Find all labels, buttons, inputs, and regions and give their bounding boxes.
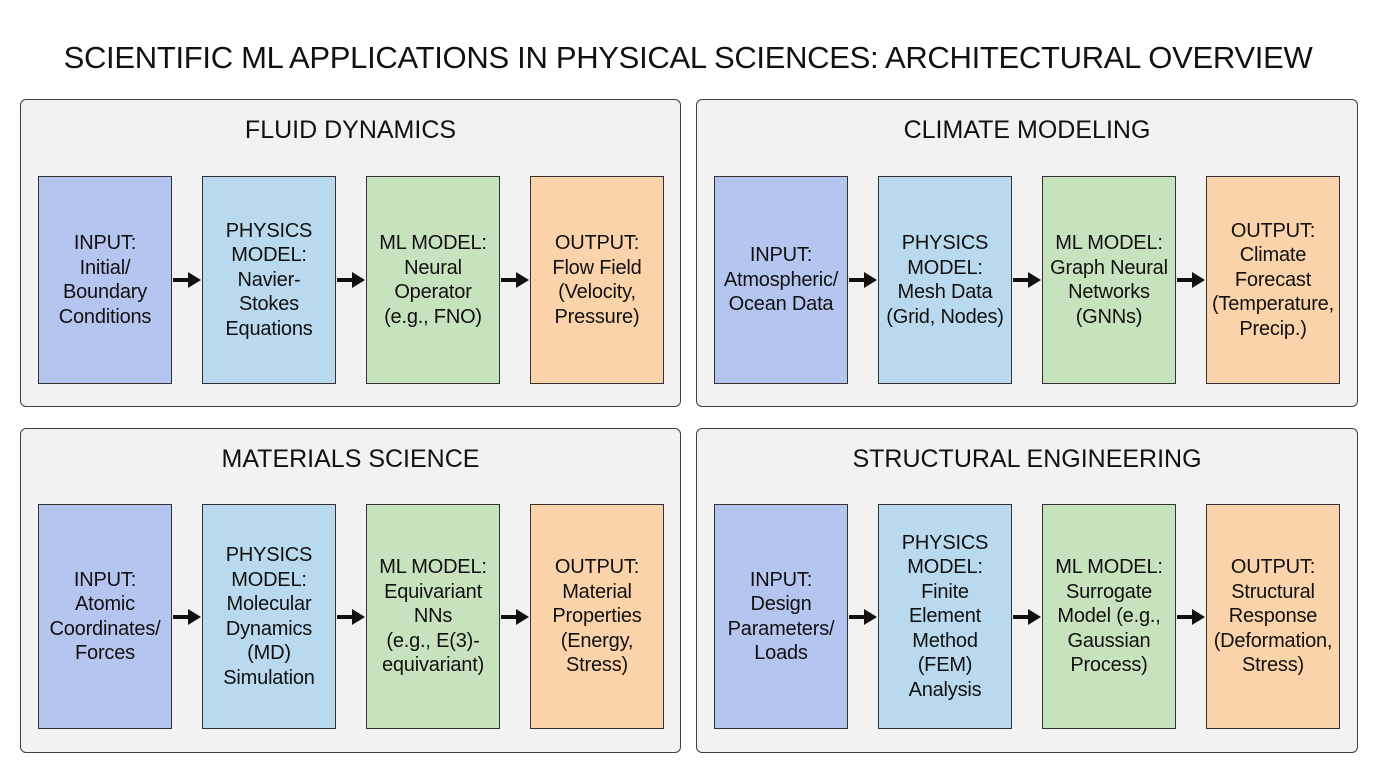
arrow-right-icon [848,607,878,627]
physics-box: PHYSICS MODEL: Navier- Stokes Equations [202,176,336,384]
ml-box-label: ML MODEL: Graph Neural Networks (GNNs) [1050,232,1168,328]
input-box: INPUT: Atmospheric/ Ocean Data [714,176,848,384]
arrow-right-icon [500,270,530,290]
panel-title: MATERIALS SCIENCE [221,445,480,473]
arrow-right-icon [1176,607,1206,627]
arrow-right-icon [1012,270,1042,290]
ml-box: ML MODEL: Equivariant NNs (e.g., E(3)- e… [366,504,500,729]
arrow-right-icon [336,270,366,290]
arrow-right-icon [848,270,878,290]
output-box: OUTPUT: Flow Field (Velocity, Pressure) [530,176,664,384]
arrow-right-icon [500,607,530,627]
arrow-right-icon [172,270,202,290]
diagram-title: SCIENTIFIC ML APPLICATIONS IN PHYSICAL S… [63,40,1313,75]
output-box: OUTPUT: Structural Response (Deformation… [1206,504,1340,729]
arrow-right-icon [1012,607,1042,627]
panel-title: FLUID DYNAMICS [244,116,457,144]
input-box-label: INPUT: Initial/ Boundary Conditions [58,232,152,328]
physics-box-label: PHYSICS MODEL: Mesh Data (Grid, Nodes) [886,232,1004,328]
output-box-label: OUTPUT: Material Properties (Energy, Str… [552,556,642,677]
ml-box: ML MODEL: Graph Neural Networks (GNNs) [1042,176,1176,384]
ml-box-label: ML MODEL: Neural Operator (e.g., FNO) [379,232,487,328]
physics-box: PHYSICS MODEL: Mesh Data (Grid, Nodes) [878,176,1012,384]
output-box-label: OUTPUT: Climate Forecast (Temperature, P… [1212,219,1334,340]
physics-box: PHYSICS MODEL: Finite Element Method (FE… [878,504,1012,729]
input-box-label: INPUT: Atmospheric/ Ocean Data [723,244,839,316]
input-box: INPUT: Initial/ Boundary Conditions [38,176,172,384]
arrow-right-icon [172,607,202,627]
output-box: OUTPUT: Material Properties (Energy, Str… [530,504,664,729]
arrow-right-icon [1176,270,1206,290]
output-box-label: OUTPUT: Structural Response (Deformation… [1213,556,1333,677]
input-box: INPUT: Atomic Coordinates/ Forces [38,504,172,729]
ml-box-label: ML MODEL: Equivariant NNs (e.g., E(3)- e… [379,556,487,677]
output-box: OUTPUT: Climate Forecast (Temperature, P… [1206,176,1340,384]
ml-box: ML MODEL: Neural Operator (e.g., FNO) [366,176,500,384]
physics-box-label: PHYSICS MODEL: Molecular Dynamics (MD) S… [223,544,315,689]
arrow-right-icon [336,607,366,627]
panel-title: STRUCTURAL ENGINEERING [852,445,1202,473]
output-box-label: OUTPUT: Flow Field (Velocity, Pressure) [552,232,642,328]
physics-box-label: PHYSICS MODEL: Finite Element Method (FE… [901,531,989,701]
panel-title: CLIMATE MODELING [903,116,1151,144]
physics-box: PHYSICS MODEL: Molecular Dynamics (MD) S… [202,504,336,729]
input-box-label: INPUT: Atomic Coordinates/ Forces [49,568,161,665]
ml-box: ML MODEL: Surrogate Model (e.g., Gaussia… [1042,504,1176,729]
input-box-label: INPUT: Design Parameters/ Loads [727,568,835,665]
physics-box-label: PHYSICS MODEL: Navier- Stokes Equations [225,219,313,340]
input-box: INPUT: Design Parameters/ Loads [714,504,848,729]
ml-box-label: ML MODEL: Surrogate Model (e.g., Gaussia… [1055,556,1163,677]
